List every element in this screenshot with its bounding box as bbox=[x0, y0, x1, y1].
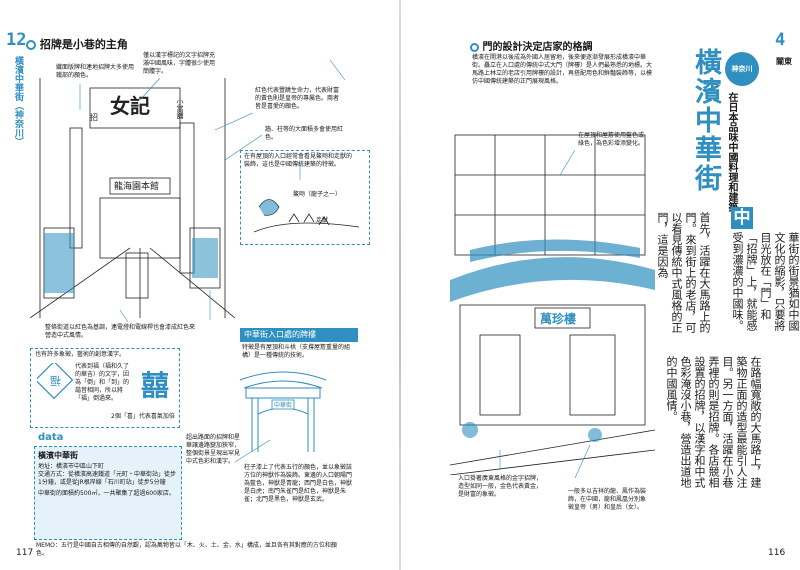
note-double: 也有許多象徵，藝術的創意漢字。 bbox=[35, 351, 126, 358]
gate-section-body: 特徵是有屋頂和斗栱（支撐屋簷重量的組構）是一種傳統的技術。 bbox=[242, 344, 351, 359]
note-double-char: 2個「喜」代表喜氣加倍 bbox=[111, 413, 175, 420]
data-area: 中華街的面積約500㎡，一共聚集了超過600家店。 bbox=[38, 490, 175, 497]
region-badge: 神奈川 bbox=[725, 52, 759, 86]
drop-cap: 中 bbox=[731, 207, 753, 229]
book-spine bbox=[399, 0, 401, 570]
data-title: 橫濱中華街 bbox=[38, 451, 78, 460]
label-chiwen: 鰲吻（龍子之一） bbox=[293, 191, 342, 198]
note-double-body: 代表到福（福和久了的華吉）的文字，因為「倒」和「到」的諧音相同，所以將「福」倒過… bbox=[75, 363, 130, 402]
note-red: 紅色代表豐饒生命力，代表財富的黃色則是皇帝的專屬色。兩者皆是喜愛的顏色。 bbox=[252, 85, 344, 113]
note-entrance: 入口掛著廣東風格的金字招牌，造型如同一般，金色代表黃金，是財富的象徵。 bbox=[458, 475, 543, 498]
section2-title: 門的設計決定店家的格調 bbox=[470, 38, 592, 53]
svg-text:福: 福 bbox=[50, 374, 61, 388]
gate-section-title: 中華街入口處的牌樓 bbox=[240, 328, 358, 342]
creative-characters-box: 也有許多象徵，藝術的創意漢字。 福 代表到福（福和久了的華吉）的文字，因為「倒」… bbox=[30, 348, 180, 428]
sign-left: 招 bbox=[90, 112, 98, 122]
body-col-3: 在路幅寬敞的大馬路上，建築物正面的造型最能引人注目。另一方面，活躍在小巷弄裡的則… bbox=[665, 356, 762, 488]
note-pillar: 牆、柱等的大面積多會使用紅色。 bbox=[262, 124, 347, 144]
page-number-bottom-left: 117 bbox=[16, 548, 34, 558]
note-roof-color: 在屋頂和屋簷使用藍色或綠色，為色彩增添變化。 bbox=[578, 132, 645, 147]
left-page: 12 橫濱中華街（神奈川） 招牌是小巷的主角 纖面版牌和連地招牌大多使用鐵部的顏… bbox=[6, 30, 370, 558]
alley-sign-sketch: 女記 小當舖 招 龍海園本館 bbox=[30, 78, 235, 318]
title-subtitle: 在日本品味中國料理和建築 bbox=[726, 92, 737, 212]
roof-ornament-sketch bbox=[253, 199, 360, 233]
gate-sign: 中華街 bbox=[274, 401, 292, 409]
gate-pillar-note: 柱子漆上了代表五行的顏色，並以象徵該方位的神獸作為裝飾。東邊的入口朝陽門為藍色，… bbox=[244, 464, 353, 503]
sign-main: 女記 bbox=[110, 94, 150, 118]
note-roof: 在有屋頂的入口經常會看見鰲吻和走獸的裝飾，這也是中國傳統建築的特徵。 bbox=[244, 153, 353, 168]
note-street: 整條街道以紅色為基調，連電燈和電線桿也會漆成紅色來營造中式風情。 bbox=[42, 322, 202, 342]
data-label: data bbox=[38, 432, 64, 443]
data-box: 橫濱中華街 地址：橫濱市中區山下町 交通方式：從橫濱高速鐵道「元町・中華街站」徒… bbox=[34, 446, 182, 540]
side-title: 橫濱中華街（神奈川） bbox=[13, 56, 23, 146]
right-page: 門的設計決定店家的格調 橫濱在開港以後成為外國人居留地，後來便逐漸發展形成橫濱中… bbox=[400, 0, 800, 570]
body-col-1: 華街的街景猶如中國文化的縮影，只要將目光放在「門」和「招牌」上，就能感受到濃濃的… bbox=[731, 232, 800, 331]
body-col-2: 首先，活躍在大馬路上的門。來到街上的老店，可以看見傳統中式風格的正門，這是因為 bbox=[656, 212, 711, 333]
memo: MEMO：五行是中國自古相傳的自然觀，認為萬物皆以「木、火、土、金、水」構成，並… bbox=[36, 542, 337, 557]
roof-detail-box: 在有屋頂的入口經常會看見鰲吻和走獸的裝飾，這也是中國傳統建築的特徵。 鰲吻（龍子… bbox=[240, 150, 370, 245]
page-number-top-left: 12 bbox=[6, 30, 27, 50]
region-label: 關東 bbox=[776, 57, 792, 66]
data-body: 地址：橫濱市中區山下町 交通方式：從橫濱高速鐵道「元町・中華街站」徒步1分鐘，或… bbox=[38, 463, 177, 486]
sign-bottom: 龍海園本館 bbox=[114, 180, 159, 192]
double-happiness-icon: 囍 bbox=[141, 369, 169, 401]
section1-title: 招牌是小巷的主角 bbox=[26, 36, 128, 52]
main-title: 橫濱中華街 bbox=[690, 48, 721, 193]
fu-upside-down-icon: 福 bbox=[37, 363, 73, 399]
storefront-sketch: 萬珍樓 bbox=[450, 134, 655, 475]
note-top-left: 纖面版牌和連地招牌大多使用鐵部的顏色。 bbox=[56, 64, 135, 79]
page-number-bottom-right: 116 bbox=[768, 548, 786, 558]
gate-sketch: 中華街 bbox=[239, 371, 327, 452]
note-lion: 一般多以吉祥的龍、鳳作為裝飾，在中國，龍和鳳凰分別象徵皇帝（男）和皇后（女）。 bbox=[568, 488, 647, 511]
note-top-mid: 僅以漢字標記的文字招牌充滿中國風味，字體很少使用簡體字。 bbox=[143, 52, 216, 75]
right-leader-lines bbox=[499, 149, 591, 479]
page-number-top-right: 4 bbox=[775, 30, 786, 50]
section2-title-text: 門的設計決定店家的格調 bbox=[482, 42, 593, 53]
note-gate-right: 超出路面的招牌和星華讓邊路變加狹窄，整個街景呈現出罕見中式色彩和漢字。 bbox=[186, 434, 241, 465]
sign-shop: 萬珍樓 bbox=[540, 311, 576, 326]
section2-body: 橫濱在開港以後成為外國人居留地，後來便逐漸發展形成橫濱中華街。矗立在入口處的傳統… bbox=[472, 54, 653, 85]
svg-text:囍: 囍 bbox=[141, 369, 169, 401]
label-beast: 走獸 bbox=[316, 217, 329, 224]
sign-right: 小當舖 bbox=[176, 97, 184, 119]
section1-title-text: 招牌是小巷的主角 bbox=[39, 38, 128, 51]
